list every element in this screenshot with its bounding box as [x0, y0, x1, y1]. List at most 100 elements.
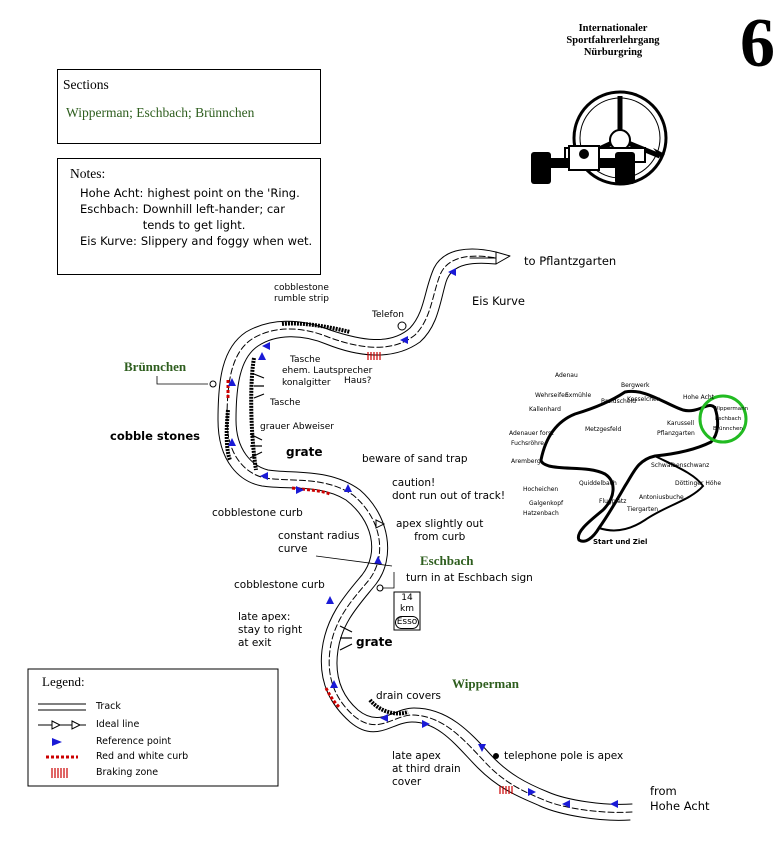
- label-grate-2: grate: [356, 635, 393, 649]
- reference-point-icon: [344, 484, 352, 492]
- inset-label: Breidscheid: [601, 398, 637, 405]
- inset-label: Adenauer forst: [509, 430, 554, 437]
- telephone-pole-icon: [493, 753, 499, 759]
- reference-point-icon: [448, 268, 456, 276]
- label-line: km: [400, 604, 414, 614]
- legend-item-braking-zone: Braking zone: [28, 766, 278, 780]
- inset-label: Flugplatz: [599, 498, 627, 505]
- legend-label: Red and white curb: [96, 751, 189, 762]
- reference-point-icon: [422, 720, 430, 728]
- course-title-line2: Sportfahrerlehrgang: [566, 35, 660, 46]
- label-eis-kurve: Eis Kurve: [472, 294, 525, 308]
- inset-highlight: [698, 394, 748, 444]
- label-from-hohe-acht: from Hohe Acht: [650, 784, 710, 814]
- reference-point-icon: [262, 342, 270, 350]
- label-grauer-abweiser: grauer Abweiser: [260, 422, 334, 432]
- inset-label: Exmühle: [565, 392, 592, 399]
- course-title-line3: Nürburgring: [583, 47, 643, 58]
- inset-map-circuit: [539, 389, 748, 543]
- inset-label: Bergwerk: [621, 382, 650, 389]
- inset-label: Schwalbenschwanz: [651, 462, 710, 469]
- label-line: curve: [278, 543, 308, 555]
- inset-label: Tiergarten: [627, 506, 658, 513]
- legend-item-red-white-curb: Red and white curb: [28, 750, 278, 764]
- cobblestone-strip: [249, 357, 258, 471]
- inset-label: Adenau: [555, 372, 578, 379]
- label-tasche-1: Tasche: [290, 355, 321, 365]
- ideal-line-symbol-icon: [38, 720, 86, 730]
- label-line: cover: [392, 776, 422, 788]
- label-caution: caution! dont run out of track!: [392, 477, 505, 503]
- label-km-sign: 14 km Esso: [394, 593, 420, 629]
- ideal-line: [226, 255, 633, 813]
- notes-list: Hohe Acht: highest point on the 'Ring. E…: [80, 185, 315, 249]
- label-tasche-2: Tasche: [270, 398, 301, 408]
- track-symbol-icon: [38, 703, 86, 711]
- label-line: caution!: [392, 477, 436, 489]
- label-ehem-lautsprecher: ehem. Lautsprecher: [282, 366, 373, 376]
- reference-point-icon: [228, 438, 236, 446]
- label-telephone-pole: telephone pole is apex: [504, 750, 624, 762]
- cobblestone-strip: [224, 409, 232, 461]
- legend-label: Ideal line: [96, 719, 140, 730]
- label-grate-1: grate: [286, 445, 323, 459]
- note-term: Hohe Acht:: [80, 186, 144, 200]
- legend-label: Reference point: [96, 736, 172, 747]
- reference-point-icon: [400, 336, 408, 344]
- inset-label: Kesselchen: [627, 396, 661, 403]
- legend: Legend: Track Ideal line Reference point…: [28, 669, 278, 786]
- esso-sign: Esso: [395, 616, 419, 629]
- label-line: from curb: [414, 531, 466, 543]
- inset-label: Wehrseifen: [535, 392, 569, 399]
- label-line: late apex: [392, 750, 441, 762]
- inset-label: Hohe Acht: [683, 394, 715, 401]
- track-edge-inner: [235, 262, 633, 805]
- label-cobblestone-curb-2: cobblestone curb: [234, 579, 325, 591]
- inset-map: Adenau Bergwerk Kesselchen Hohe Acht Weh…: [505, 370, 755, 555]
- course-title-line1: Internationaler: [578, 23, 648, 34]
- course-title: Internationaler Sportfahrerlehrgang Nürb…: [548, 23, 678, 59]
- inset-label: Antoniusbuche: [639, 494, 684, 501]
- label-cobblestone-rumble-strip: cobblestone rumble strip: [274, 283, 329, 305]
- label-line: Hohe Acht: [650, 799, 710, 813]
- reference-point-icon: [374, 556, 382, 564]
- track-edge-outer: [217, 248, 631, 821]
- red-white-curb: [324, 687, 342, 710]
- note-item: Eis Kurve: Slippery and foggy when wet.: [80, 233, 315, 249]
- label-wipperman: Wipperman: [452, 676, 519, 691]
- legend-frame: [27, 668, 279, 787]
- grate-marker: [249, 433, 263, 459]
- label-apex: apex slightly out from curb: [396, 518, 483, 544]
- label-line: 14: [401, 593, 413, 603]
- legend-label: Braking zone: [96, 767, 159, 778]
- label-line: constant radius: [278, 530, 360, 542]
- label-to-pflantzgarten: to Pflantzgarten: [524, 254, 617, 268]
- label-line: stay to right: [238, 624, 303, 636]
- label-eschbach: Eschbach: [420, 553, 474, 568]
- legend-label: Track: [96, 701, 121, 712]
- inset-label: Galgenkopf: [529, 500, 564, 507]
- inset-label: Döttinger Höhe: [675, 480, 722, 487]
- label-cobblestone-curb-1: cobblestone curb: [212, 507, 303, 519]
- label-late-apex: late apex: stay to right at exit: [238, 611, 302, 650]
- inset-label: Karussell: [667, 420, 695, 427]
- inset-label: Pflanzgarten: [657, 430, 695, 437]
- inset-label: Fuchsröhre: [511, 440, 544, 447]
- reference-point-icon: [528, 788, 536, 796]
- apex-marker: [375, 519, 386, 529]
- label-late-apex-third: late apex at third drain cover: [392, 750, 461, 789]
- sections-box: Sections Wipperman; Eschbach; Brünnchen: [57, 69, 321, 144]
- reference-point-symbol-icon: [52, 738, 62, 746]
- notes-heading: Notes:: [70, 166, 106, 181]
- legend-item-ideal-line: Ideal line: [28, 718, 278, 732]
- note-term: Eis Kurve:: [80, 234, 137, 248]
- inset-label: Kallenhard: [529, 406, 561, 413]
- label-turn-in: turn in at Eschbach sign: [406, 572, 533, 584]
- notes-box: Notes: Hohe Acht: highest point on the '…: [57, 158, 321, 275]
- legend-heading: Legend:: [42, 674, 85, 689]
- cobblestone-strip: [368, 698, 409, 716]
- grate-marker: [339, 625, 353, 651]
- reference-point-icon: [562, 800, 570, 808]
- label-konalgitter: konalgitter: [282, 378, 331, 388]
- label-line: at third drain: [392, 763, 461, 775]
